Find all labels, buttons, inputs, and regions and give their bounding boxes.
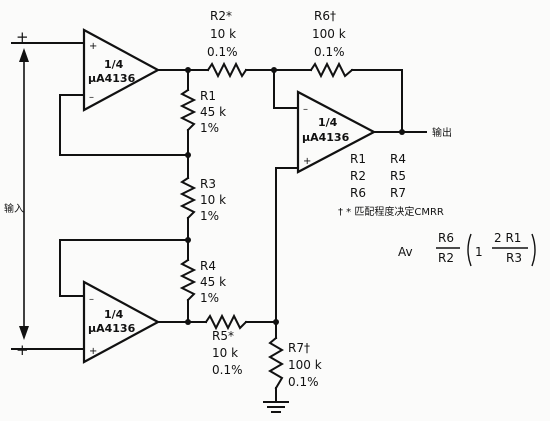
resistor-r5 (204, 313, 248, 331)
cond-0-left: R1 (350, 152, 366, 166)
cond-2-left: R6 (350, 186, 366, 200)
resistor-r3 (179, 176, 197, 220)
r2-name: R2* (210, 9, 232, 23)
formula-num2: 2 R1 (494, 231, 521, 245)
cond-1-right: R5 (390, 169, 406, 183)
opamp-bottom-inv-sign: – (89, 294, 94, 305)
cond-0-right: R4 (390, 152, 406, 166)
r2-value: 10 k (210, 27, 236, 41)
opamp-top-part: μA4136 (88, 72, 136, 85)
r6-value: 100 k (312, 27, 346, 41)
r1-name: R1 (200, 89, 216, 103)
r5-value: 10 k (212, 346, 238, 360)
formula-one: 1 (475, 245, 483, 259)
matching-conditions: R1 R4 R2 R5 R6 R7 (350, 152, 406, 200)
ground-symbol (263, 401, 289, 413)
opamp-output-part: μA4136 (302, 131, 350, 144)
gain-formula: Av R6 R2 1 2 R1 R3 (398, 231, 536, 267)
formula-den1: R2 (438, 251, 454, 265)
opamp-output-noninv-sign: + (303, 156, 311, 167)
arrow-up-icon (19, 48, 29, 62)
formula-paren-right (531, 233, 536, 267)
opamp-top-fraction: 1/4 (104, 58, 124, 71)
wires (11, 42, 427, 401)
input-label: 输入 (4, 202, 24, 215)
opamp-bottom: – + 1/4 μA4136 (82, 280, 161, 364)
opamp-top: + – 1/4 μA4136 (82, 28, 161, 112)
input-plus-top: + (16, 28, 29, 46)
footnote: † * 匹配程度决定CMRR (338, 205, 444, 218)
opamp-output-fraction: 1/4 (318, 116, 338, 129)
opamp-bottom-fraction: 1/4 (104, 308, 124, 321)
output-label: 输出 (432, 126, 452, 139)
opamp-top-noninv-sign: + (89, 41, 97, 52)
r6-name: R6† (314, 9, 336, 23)
r6-tol: 0.1% (314, 45, 345, 59)
r3-name: R3 (200, 177, 216, 191)
input-plus-bottom: + (16, 341, 29, 359)
r7-tol: 0.1% (288, 375, 319, 389)
resistor-r6 (309, 61, 354, 79)
r7-name: R7† (288, 341, 310, 355)
formula-num1: R6 (438, 231, 454, 245)
opamp-top-inv-sign: – (89, 92, 94, 103)
r3-value: 10 k (200, 193, 226, 207)
opamp-output: – + 1/4 μA4136 (296, 90, 377, 174)
r4-tol: 1% (200, 291, 219, 305)
resistor-r7 (268, 336, 284, 390)
resistor-r1 (179, 88, 197, 132)
formula-paren-left (467, 233, 472, 267)
opamp-bottom-noninv-sign: + (89, 346, 97, 357)
r4-value: 45 k (200, 275, 226, 289)
r4-name: R4 (200, 259, 216, 273)
r5-tol: 0.1% (212, 363, 243, 377)
opamp-output-inv-sign: – (303, 104, 308, 115)
r1-tol: 1% (200, 121, 219, 135)
r7-value: 100 k (288, 358, 322, 372)
resistor-labels: R2* 10 k 0.1% R6† 100 k 0.1% R1 45 k 1% … (200, 9, 346, 389)
r5-name: R5* (212, 329, 234, 343)
formula-av: Av (398, 245, 413, 259)
r3-tol: 1% (200, 209, 219, 223)
r1-value: 45 k (200, 105, 226, 119)
opamp-bottom-part: μA4136 (88, 322, 136, 335)
junctions (185, 67, 405, 325)
formula-den2: R3 (506, 251, 522, 265)
arrow-down-icon (19, 326, 29, 340)
cond-2-right: R7 (390, 186, 406, 200)
resistor-r4 (179, 258, 197, 302)
cond-1-left: R2 (350, 169, 366, 183)
resistor-r2 (206, 61, 248, 79)
r2-tol: 0.1% (207, 45, 238, 59)
